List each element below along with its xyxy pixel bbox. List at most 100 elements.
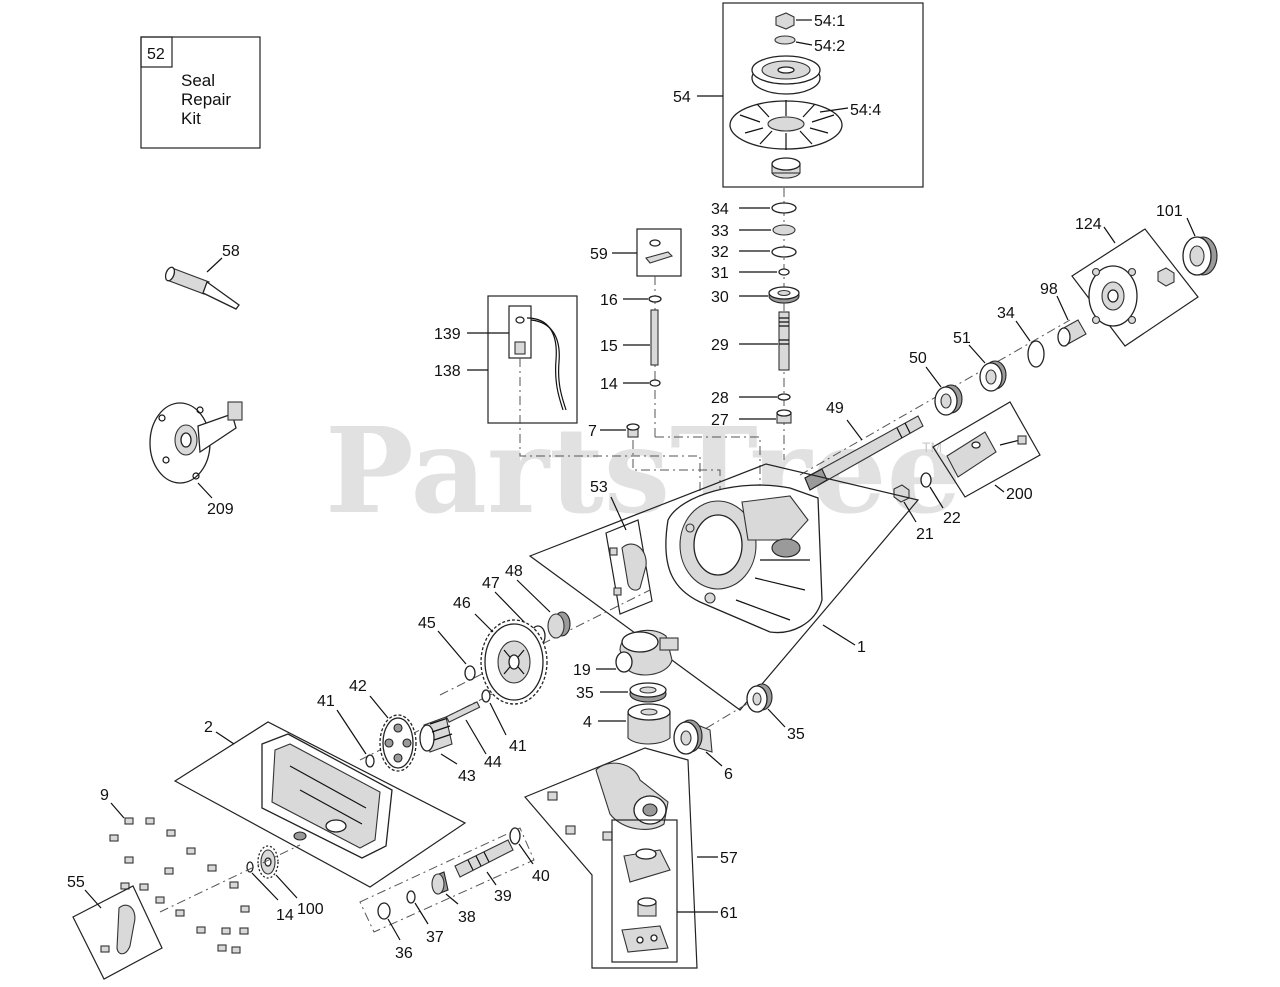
seal-51[interactable] <box>979 360 1007 392</box>
callout-49: 49 <box>826 400 844 417</box>
bracket-55[interactable] <box>72 885 163 980</box>
callout-59: 59 <box>590 246 608 263</box>
callout-48: 48 <box>505 563 523 580</box>
bearing-27[interactable] <box>776 409 792 424</box>
snap-ring-34[interactable] <box>1027 340 1045 368</box>
wheel-hub-124[interactable] <box>1071 228 1199 347</box>
gear-42[interactable] <box>379 714 417 772</box>
cooling-fan[interactable] <box>729 100 843 150</box>
bypass-rod-15[interactable] <box>650 309 659 366</box>
callout-33: 33 <box>711 223 729 240</box>
callout-50: 50 <box>909 350 927 367</box>
main-housing-1[interactable] <box>528 463 920 711</box>
bearing-50[interactable] <box>934 384 963 416</box>
bearing-30[interactable] <box>768 286 800 304</box>
bearing-48[interactable] <box>547 611 571 639</box>
washer-40[interactable] <box>509 827 521 845</box>
bearing-6[interactable] <box>673 719 713 755</box>
cylinder-block-4[interactable] <box>627 703 671 745</box>
callout-22: 22 <box>943 510 961 527</box>
bolt-set-9[interactable] <box>109 817 250 954</box>
ring-37[interactable] <box>406 890 416 904</box>
callout-100: 100 <box>297 901 324 918</box>
axle-shaft-49[interactable] <box>804 415 924 491</box>
gear-centerline-upper <box>439 589 651 696</box>
pinion-43[interactable] <box>419 716 453 753</box>
callout-39: 39 <box>494 888 512 905</box>
callout-54-1: 54:1 <box>814 13 845 30</box>
callout-46: 46 <box>453 595 471 612</box>
callout-41-right: 41 <box>509 738 527 755</box>
side-cover-2[interactable] <box>173 721 467 888</box>
pin-44[interactable] <box>445 701 481 723</box>
retaining-ring-34[interactable] <box>771 202 797 214</box>
seal-35-right[interactable] <box>746 683 773 713</box>
callout-47: 47 <box>482 575 500 592</box>
cover-plate-200[interactable] <box>932 401 1041 498</box>
gear-100[interactable] <box>257 845 279 879</box>
kit-label-line2: Repair <box>181 90 231 109</box>
hub-puller-209[interactable] <box>149 401 243 484</box>
callout-34-top: 34 <box>711 201 729 218</box>
fan-hub[interactable] <box>771 157 801 179</box>
ring-31[interactable] <box>778 268 790 276</box>
valve-kit-61[interactable] <box>611 819 678 963</box>
callout-54-4: 54:4 <box>850 102 881 119</box>
plug-7[interactable] <box>626 423 640 438</box>
bearing-101[interactable] <box>1182 236 1218 276</box>
callout-101: 101 <box>1156 203 1183 220</box>
fan-washer[interactable] <box>774 35 796 45</box>
washer-41-right[interactable] <box>481 689 491 703</box>
seal-33[interactable] <box>772 224 796 236</box>
center-section-57[interactable] <box>524 747 698 969</box>
kit-label-line3: Kit <box>181 109 201 128</box>
ring-16[interactable] <box>648 295 662 303</box>
callout-1: 1 <box>857 639 866 656</box>
pinion-38[interactable] <box>431 871 449 895</box>
callout-209: 209 <box>207 501 234 518</box>
vent-tube-assembly[interactable] <box>487 295 578 424</box>
pulley[interactable] <box>751 55 821 95</box>
bevel-gear-19[interactable] <box>615 629 679 676</box>
washer-22[interactable] <box>920 472 932 488</box>
callout-139: 139 <box>434 326 461 343</box>
motor-shaft-39[interactable] <box>454 839 514 878</box>
callout-58: 58 <box>222 243 240 260</box>
washer-41-left[interactable] <box>365 754 375 768</box>
fan-pulley-assembly[interactable]: 54 54:1 54:2 54:4 <box>673 2 924 188</box>
sealant-tube-58[interactable] <box>164 266 240 310</box>
callout-29: 29 <box>711 337 729 354</box>
bracket-53[interactable] <box>605 519 653 615</box>
callout-55: 55 <box>67 874 85 891</box>
callout-6: 6 <box>724 766 733 783</box>
watermark-tm: TM <box>922 439 942 455</box>
spacer-98[interactable] <box>1057 319 1087 347</box>
bypass-arm-59[interactable]: 59 <box>590 228 682 277</box>
callout-15: 15 <box>600 338 618 355</box>
ring-28[interactable] <box>777 393 791 401</box>
ring-32[interactable] <box>771 246 797 258</box>
callout-16: 16 <box>600 292 618 309</box>
callout-27: 27 <box>711 412 729 429</box>
callout-30: 30 <box>711 289 729 306</box>
motor-stack-outline <box>359 827 535 933</box>
callout-124: 124 <box>1075 216 1102 233</box>
input-shaft-29[interactable] <box>778 311 790 371</box>
ring-14-lower[interactable] <box>246 861 254 873</box>
ring-14-upper[interactable] <box>649 379 661 387</box>
callout-42: 42 <box>349 678 367 695</box>
fan-nut[interactable] <box>775 12 795 30</box>
washer-45[interactable] <box>464 665 476 681</box>
seal-35-upper[interactable] <box>629 682 667 703</box>
seal-repair-kit-box[interactable]: 52 Seal Repair Kit <box>140 36 261 149</box>
callout-36: 36 <box>395 945 413 962</box>
callout-14-lower: 14 <box>276 907 294 924</box>
callout-57: 57 <box>720 850 738 867</box>
callout-38: 38 <box>458 909 476 926</box>
ring-gear-46[interactable] <box>480 619 548 705</box>
callout-43: 43 <box>458 768 476 785</box>
callout-200: 200 <box>1006 486 1033 503</box>
callout-2: 2 <box>204 719 213 736</box>
washer-36[interactable] <box>377 902 391 920</box>
